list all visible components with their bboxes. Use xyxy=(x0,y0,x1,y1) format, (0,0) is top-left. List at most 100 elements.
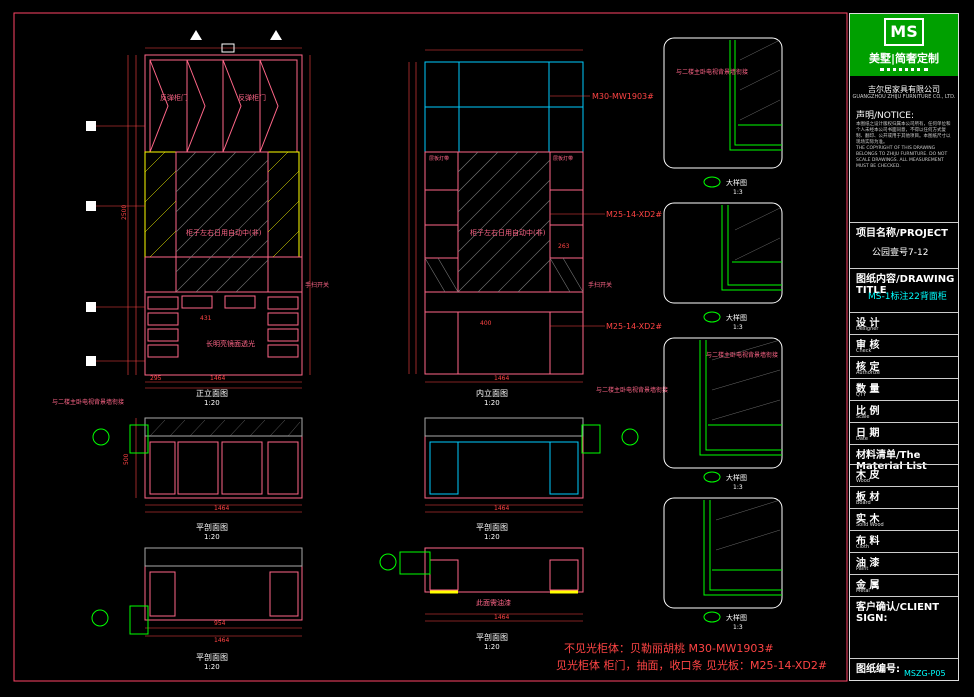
detail-scale-4: 1:3 xyxy=(733,624,743,631)
material-wood-en: Wood xyxy=(856,478,870,484)
logo-mark: MS xyxy=(884,18,924,46)
material-wood-cn: 木 皮 xyxy=(856,470,880,481)
drawing-title-label: 图纸内容/DRAWING TITLE xyxy=(856,274,955,296)
row-date: 日 期 Date xyxy=(850,422,958,444)
dim-w1464-plan3: 1464 xyxy=(494,505,509,512)
detail-scale-1: 1:3 xyxy=(733,189,743,196)
brand-logo: MS 美墅|简奢定制 xyxy=(850,14,958,76)
client-sign-row: 客户确认/CLIENT SIGN: xyxy=(850,596,958,658)
client-sign-label: 客户确认/CLIENT SIGN: xyxy=(856,602,940,624)
lamp-label-1: 层板灯带 xyxy=(429,155,449,162)
plan1-scale: 1:20 xyxy=(204,533,220,541)
material-tag-m25-lower: M25-14-XD2# xyxy=(606,322,662,331)
section-scale: 1:20 xyxy=(484,643,500,651)
detail-label-2: 大样图 xyxy=(726,313,747,322)
project-label: 项目名称/PROJECT xyxy=(856,228,948,239)
dim-295-front: 295 xyxy=(150,375,162,382)
material-board: 板 材 Board xyxy=(850,486,958,508)
foot-note: 此面需油漆 xyxy=(476,598,511,607)
front-side-hatch xyxy=(144,151,300,258)
notice-en: THE COPYRIGHT OF THIS DRAWING BELONGS TO… xyxy=(856,146,948,169)
material-tag-m25-upper: M25-14-XD2# xyxy=(606,210,662,219)
material-cloth-en: Cloth xyxy=(856,544,870,550)
lamp-label-2: 层板灯带 xyxy=(553,155,573,162)
row-scale-en: Scale xyxy=(856,414,870,420)
plan2-title: 平剖面图 xyxy=(196,652,228,662)
row-check-cn: 审 核 xyxy=(856,340,880,351)
notice-text: 本图纸之设计版权归属本公司所有，任何单位和个人未经本公司书面同意，不得以任何方式… xyxy=(856,122,954,170)
dim-400-inner: 400 xyxy=(480,320,492,327)
door-label-2: 反弹柜门 xyxy=(238,93,266,102)
row-authorize-en: Authorize xyxy=(856,370,880,376)
detail-note-2: 与二楼主卧电视背景墙衔接 xyxy=(706,351,778,359)
detail-scale-2: 1:3 xyxy=(733,324,743,331)
material-wood: 木 皮 Wood xyxy=(850,464,958,486)
dim-w1464-plan2: 1464 xyxy=(214,637,229,644)
detail-hatch xyxy=(711,39,781,551)
detail-drawing-lines xyxy=(699,40,782,596)
material-list-label: 材料清单/The Material List xyxy=(856,450,927,472)
drawing-no-label: 图纸编号: xyxy=(856,664,900,675)
door-label-1: 反弹柜门 xyxy=(160,93,188,102)
inner-hatch xyxy=(424,151,584,293)
row-authorize: 核 定 Authorize xyxy=(850,356,958,378)
company-name-en: GUANGZHOU ZHIJU FURNITURE CO., LTD. xyxy=(852,94,956,100)
detail-label-4: 大样图 xyxy=(726,613,747,622)
material-paint-en: Paint xyxy=(856,566,869,572)
front-view-scale: 1:20 xyxy=(204,399,220,407)
inner-view-title: 内立面图 xyxy=(476,388,508,398)
inner-dimensions xyxy=(408,49,583,383)
brand-name: 美墅|简奢定制 xyxy=(868,52,940,65)
row-date-en: Date xyxy=(856,436,868,442)
plan1-title: 平剖面图 xyxy=(196,522,228,532)
section-view xyxy=(424,547,584,594)
dim-d500-plan1: 500 xyxy=(123,453,130,465)
row-designer-en: Designer xyxy=(856,326,879,332)
drawing-title-value: MS-1标注22背面柜 xyxy=(868,292,947,302)
project-row: 项目名称/PROJECT 公园壹号7-12 xyxy=(850,222,958,268)
material-tag-m30: M30-MW1903# xyxy=(592,92,654,101)
glass-label-front: 柜子左右日用自动中(非) xyxy=(186,228,262,237)
footer-line-1: 不见光柜体：贝勒丽胡桃 M30-MW1903# xyxy=(564,641,774,655)
title-block: MS 美墅|简奢定制 吉尔居家具有限公司 GUANGZHOU ZHIJU FUR… xyxy=(849,13,959,681)
material-metal-cn: 金 属 xyxy=(856,580,880,591)
detail-badges xyxy=(703,176,721,623)
material-metal-en: Metal xyxy=(856,588,870,594)
detail-note-mid: 与二楼主卧电视背景墙衔接 xyxy=(596,386,668,394)
dim-w1464-front: 1464 xyxy=(210,375,225,382)
row-qty-cn: 数 量 xyxy=(856,384,880,395)
row-designer: 设 计 Designer xyxy=(850,312,958,334)
dim-w1464-plan1: 1464 xyxy=(214,505,229,512)
detail-label-3: 大样图 xyxy=(726,473,747,482)
hand-switch-label: 手扫开关 xyxy=(305,281,329,289)
footer-line-2: 见光柜体 柜门，抽面，收口条 见光板：M25-14-XD2# xyxy=(556,658,827,672)
section-markers-left xyxy=(86,30,282,366)
material-paint: 油 漆 Paint xyxy=(850,552,958,574)
material-board-cn: 板 材 xyxy=(856,492,880,503)
row-check-en: Check xyxy=(856,348,872,354)
row-qty: 数 量 QTY xyxy=(850,378,958,400)
row-authorize-cn: 核 定 xyxy=(856,362,880,373)
detail-label-1: 大样图 xyxy=(726,178,747,187)
row-date-cn: 日 期 xyxy=(856,428,880,439)
section-dims xyxy=(425,613,583,622)
front-elevation xyxy=(144,54,303,376)
material-paint-cn: 油 漆 xyxy=(856,558,880,569)
dim-w1464-section: 1464 xyxy=(494,614,509,621)
row-designer-cn: 设 计 xyxy=(856,318,880,329)
plan3-scale: 1:20 xyxy=(484,533,500,541)
material-metal: 金 属 Metal xyxy=(850,574,958,596)
drawing-no-row: 图纸编号: MSZG-P05 xyxy=(850,658,958,680)
material-header-row: 材料清单/The Material List xyxy=(850,444,958,472)
dim-954-plan2: 954 xyxy=(214,620,226,627)
detail-note-left: 与二楼主卧电视背景墙衔接 xyxy=(52,398,124,406)
plan3-title: 平剖面图 xyxy=(476,522,508,532)
drawing-title-row: 图纸内容/DRAWING TITLE MS-1标注22背面柜 xyxy=(850,268,958,312)
front-hatch xyxy=(175,151,269,293)
hand-switch-label-inner: 手扫开关 xyxy=(588,281,612,289)
marker-lines xyxy=(96,125,145,362)
plan3-dims xyxy=(425,504,583,513)
mirror-note: 长明亮镜面透光 xyxy=(206,339,255,348)
